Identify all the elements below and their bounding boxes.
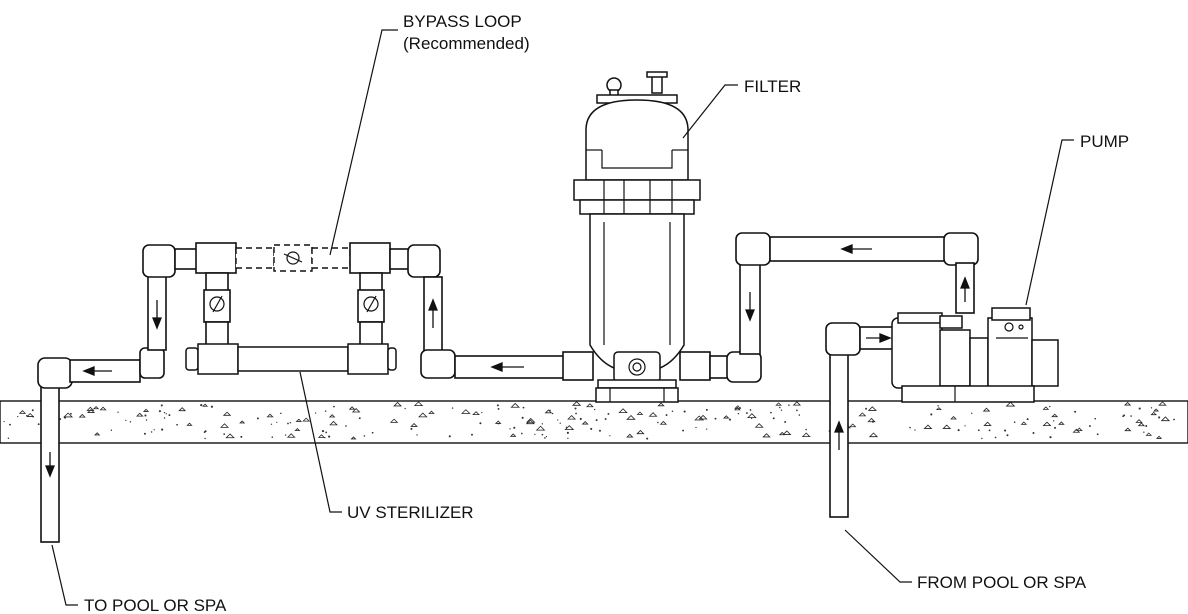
bypass-loop-note: (Recommended) xyxy=(403,34,530,53)
bypass-loop-label: BYPASS LOOP xyxy=(403,12,522,31)
pump-label: PUMP xyxy=(1080,132,1129,151)
bypass-loop-piping xyxy=(142,242,456,379)
filter-label: FILTER xyxy=(744,77,801,96)
flow-arrows xyxy=(45,244,970,478)
filter-outlet-pipe xyxy=(454,351,594,381)
concrete-texture xyxy=(3,401,1175,440)
uv-sterilizer xyxy=(185,343,397,375)
to-pool-label: TO POOL OR SPA xyxy=(84,596,227,614)
leader-lines xyxy=(51,29,1074,606)
discharge-pipe xyxy=(37,347,165,543)
filter xyxy=(573,71,701,403)
uv-sterilizer-label: UV STERILIZER xyxy=(347,503,474,522)
from-pool-label: FROM POOL OR SPA xyxy=(917,573,1087,592)
pump xyxy=(891,307,1059,403)
ground-slab xyxy=(0,400,1188,444)
valve-icon xyxy=(209,251,379,313)
